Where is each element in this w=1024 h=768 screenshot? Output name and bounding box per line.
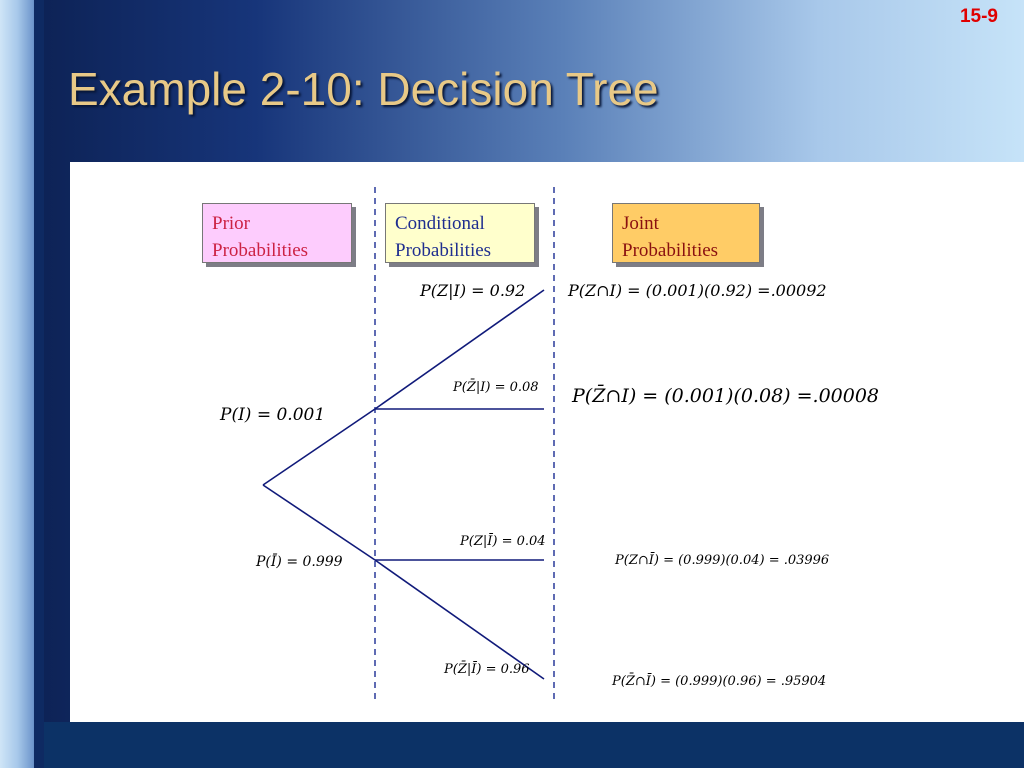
header-joint-line2: Probabilities [622,240,719,261]
header-prior-line2: Probabilities [212,240,309,261]
joint-label-Z-and-I: P(Z∩I) = (0.001)(0.92) =.00092 [568,281,827,300]
left-bar-edge [34,0,44,768]
header-prior-probabilities: Prior Probabilities [202,203,352,263]
conditional-label-Z-given-notI: P(Z|Ī) = 0.04 [460,534,546,549]
prior-label-I: P(I) = 0.001 [220,405,326,425]
branch-root-to-not-I [262,484,376,561]
branch-I-to-Z [374,289,545,410]
header-conditional-probabilities: Conditional Probabilities [385,203,535,263]
joint-label-notZ-and-notI: P(Z̄∩Ī) = (0.999)(0.96) = .95904 [612,674,827,689]
header-prior-line1: Prior [212,213,250,234]
bottom-bar [0,722,1024,768]
prior-label-not-I: P(Ī) = 0.999 [256,554,343,570]
header-joint-line1: Joint [622,213,659,234]
branch-not-I-to-not-Z [374,559,545,680]
diagram-panel: Prior Probabilities Conditional Probabil… [70,162,1024,722]
conditional-label-Z-given-I: P(Z|I) = 0.92 [420,281,526,300]
conditional-label-notZ-given-I: P(Z̄|I) = 0.08 [453,380,539,395]
header-conditional-line2: Probabilities [395,240,492,261]
joint-label-notZ-and-I: P(Z̄∩I) = (0.001)(0.08) =.00008 [572,385,880,407]
branch-root-to-I [262,408,376,486]
header-joint-probabilities: Joint Probabilities [612,203,760,263]
slide-number: 15-9 [959,6,998,27]
header-conditional-line1: Conditional [395,213,485,234]
slide-title: Example 2-10: Decision Tree [68,63,659,115]
decision-tree [262,187,555,702]
conditional-label-notZ-given-notI: P(Z̄|Ī) = 0.96 [444,662,530,677]
joint-label-Z-and-notI: P(Z∩Ī) = (0.999)(0.04) = .03996 [615,553,830,568]
